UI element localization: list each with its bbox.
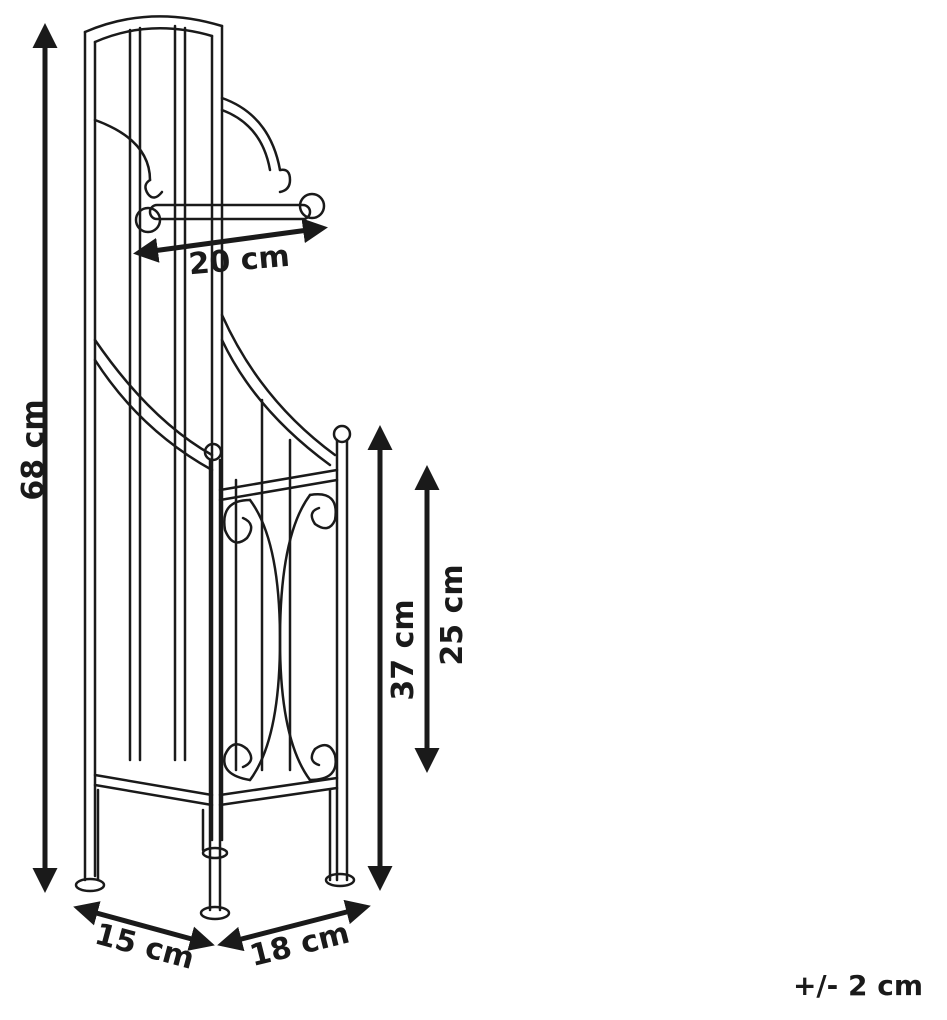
depth-arrow bbox=[73, 901, 215, 951]
basket-height-label: 37 cm bbox=[386, 599, 421, 700]
width-arrow bbox=[217, 899, 371, 952]
tolerance-note: +/- 2 cm bbox=[792, 969, 923, 1002]
basket-inner-height-label: 25 cm bbox=[435, 564, 470, 665]
bar-width-arrow bbox=[133, 218, 328, 263]
dimension-lines bbox=[32, 22, 440, 952]
toilet-roll-stand-illustration bbox=[74, 15, 356, 921]
total-height-label: 68 cm bbox=[16, 399, 51, 500]
bar-width-label: 20 cm bbox=[187, 239, 291, 283]
